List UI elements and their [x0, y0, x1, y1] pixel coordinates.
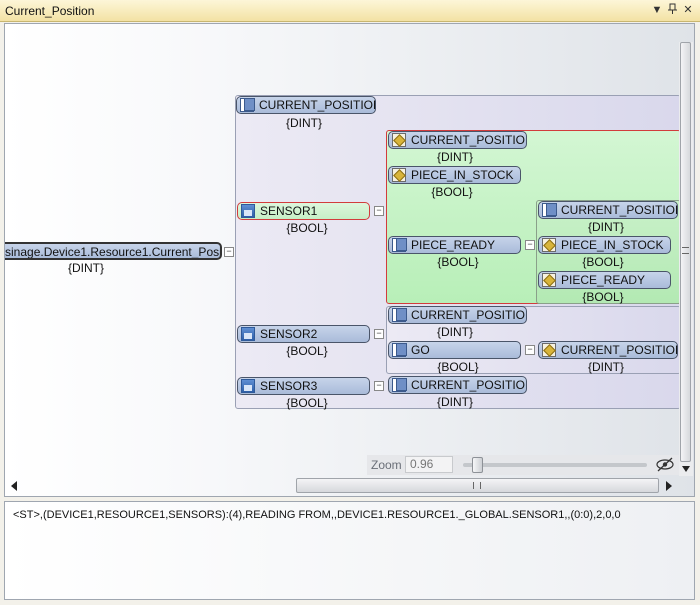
element-icon	[542, 273, 556, 287]
node-label: PIECE_READY	[411, 238, 496, 252]
node-label: PIECE_IN_STOCK	[561, 238, 664, 252]
node-sensor1[interactable]: SENSOR1	[237, 202, 370, 220]
element-icon	[392, 133, 406, 147]
output-panel: <ST>,(DEVICE1,RESOURCE1,SENSORS):(4),REA…	[4, 501, 695, 600]
hide-overview-icon[interactable]	[655, 456, 675, 476]
node-label: CURRENT_POSITION	[561, 343, 678, 357]
node-type: {BOOL}	[286, 221, 328, 235]
struct-icon	[392, 343, 407, 357]
node-current-position[interactable]: CURRENT_POSITION	[538, 341, 678, 359]
node-current-position[interactable]: CURRENT_POSITION	[388, 376, 527, 394]
node-type: {DINT}	[587, 360, 624, 374]
status-text: <ST>,(DEVICE1,RESOURCE1,SENSORS):(4),REA…	[13, 509, 621, 521]
zoom-value-field[interactable]: 0.96	[405, 456, 453, 473]
node-type: {BOOL}	[431, 185, 473, 199]
node-sensor3[interactable]: SENSOR3	[237, 377, 370, 395]
node-go[interactable]: GO	[388, 341, 521, 359]
grip-icon	[473, 482, 481, 489]
node-label: GO	[411, 343, 430, 357]
close-icon[interactable]: ✕	[683, 4, 693, 16]
struct-icon	[392, 308, 407, 322]
scroll-left-arrow[interactable]	[11, 481, 17, 491]
go-collapse-toggle[interactable]: −	[525, 345, 535, 355]
variable-icon	[241, 379, 255, 393]
horizontal-scrollbar[interactable]	[296, 478, 676, 494]
node-type: {BOOL}	[582, 255, 624, 269]
node-type: {DINT}	[587, 220, 624, 234]
node-piece-in-stock[interactable]: PIECE_IN_STOCK	[388, 166, 521, 184]
variable-icon	[241, 327, 255, 341]
node-sensor2[interactable]: SENSOR2	[237, 325, 370, 343]
node-type: {DINT}	[436, 325, 473, 339]
title-bar: Current_Position ▼ ✕	[0, 0, 700, 22]
node-current-position[interactable]: CURRENT_POSITION	[538, 201, 678, 219]
node-label: CURRENT_POSITION	[411, 308, 527, 322]
node-piece-in-stock[interactable]: PIECE_IN_STOCK	[538, 236, 671, 254]
grip-icon	[682, 247, 689, 254]
window-title: Current_Position	[5, 4, 95, 18]
node-piece-ready[interactable]: PIECE_READY	[388, 236, 521, 254]
variable-icon	[241, 204, 255, 218]
scroll-right-arrow[interactable]	[666, 481, 672, 491]
node-label: CURRENT_POSITION	[411, 133, 527, 147]
struct-icon	[240, 98, 255, 112]
node-current-position[interactable]: CURRENT_POSITION	[388, 131, 527, 149]
element-icon	[392, 168, 406, 182]
node-type: {BOOL}	[286, 396, 328, 410]
horizontal-scroll-thumb[interactable]	[296, 478, 659, 493]
node-label: CURRENT_POSITION	[561, 203, 678, 217]
node-label: SENSOR2	[260, 327, 318, 341]
struct-icon	[542, 203, 557, 217]
sensor2-collapse-toggle[interactable]: −	[374, 329, 384, 339]
root-node-type: {DINT}	[67, 261, 104, 275]
node-current-position[interactable]: CURRENT_POSITION	[236, 96, 376, 114]
scroll-down-arrow[interactable]	[682, 466, 690, 472]
dropdown-icon[interactable]: ▼	[651, 4, 663, 16]
struct-icon	[392, 238, 407, 252]
sensor3-collapse-toggle[interactable]: −	[374, 381, 384, 391]
root-collapse-toggle[interactable]: −	[224, 247, 234, 257]
node-type: {BOOL}	[582, 290, 624, 304]
node-type: {BOOL}	[286, 344, 328, 358]
node-label: PIECE_IN_STOCK	[411, 168, 514, 182]
node-type: {DINT}	[436, 395, 473, 409]
sensor1-collapse-toggle[interactable]: −	[374, 206, 384, 216]
root-node[interactable]: sinage.Device1.Resource1.Current_Positio…	[5, 242, 222, 260]
diagram-canvas[interactable]: sinage.Device1.Resource1.Current_Positio…	[4, 23, 695, 497]
element-icon	[542, 238, 556, 252]
struct-icon	[392, 378, 407, 392]
node-label: SENSOR1	[260, 204, 318, 218]
node-label: PIECE_READY	[561, 273, 646, 287]
node-label: CURRENT_POSITION	[411, 378, 527, 392]
node-type: {BOOL}	[437, 360, 479, 374]
node-label: CURRENT_POSITION	[259, 98, 376, 112]
zoom-slider-track[interactable]	[463, 463, 647, 467]
node-current-position[interactable]: CURRENT_POSITION	[388, 306, 527, 324]
element-icon	[542, 343, 556, 357]
vertical-scroll-thumb[interactable]	[680, 42, 691, 462]
node-type: {DINT}	[285, 116, 322, 130]
node-type: {DINT}	[436, 150, 473, 164]
node-label: SENSOR3	[260, 379, 318, 393]
pin-icon[interactable]	[666, 3, 680, 17]
piece-ready-collapse-toggle[interactable]: −	[525, 240, 535, 250]
node-piece-ready[interactable]: PIECE_READY	[538, 271, 671, 289]
zoom-slider-thumb[interactable]	[471, 457, 483, 473]
node-type: {BOOL}	[437, 255, 479, 269]
root-node-label: sinage.Device1.Resource1.Current_Positio…	[5, 245, 222, 259]
zoom-panel: Zoom 0.96	[367, 455, 679, 475]
vertical-scrollbar[interactable]	[679, 42, 693, 476]
zoom-label: Zoom	[371, 458, 402, 472]
